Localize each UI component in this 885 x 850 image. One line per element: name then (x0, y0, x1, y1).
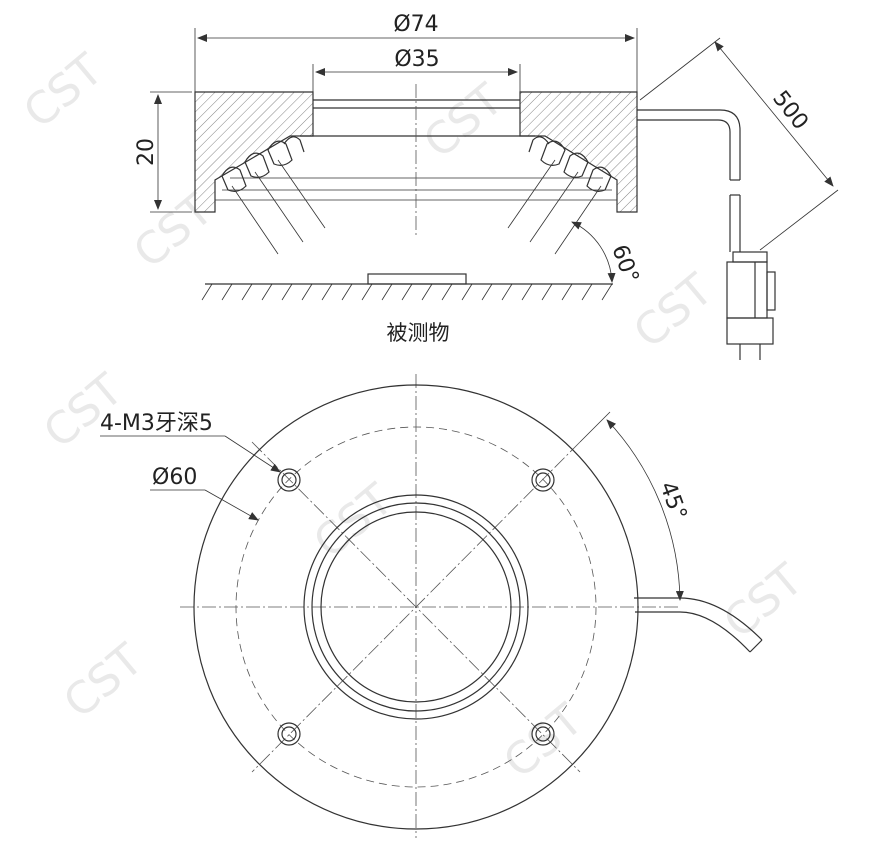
led-array-left (221, 136, 305, 192)
watermark-text: CST (304, 474, 402, 568)
watermark-text: CST (714, 554, 812, 648)
inner-diameter-label: Ø35 (394, 47, 439, 72)
inspected-object (367, 273, 467, 285)
outer-ring (193, 384, 639, 830)
bolt-circle (235, 426, 597, 788)
side-view: Ø74 Ø35 20 (134, 12, 839, 360)
watermark-text: CST (414, 74, 512, 168)
inner-ring-outer (303, 494, 529, 720)
height-label: 20 (134, 138, 159, 166)
top-cable (634, 597, 763, 653)
mount-hole (531, 722, 555, 746)
housing-section-right (519, 91, 638, 213)
led-array-right (528, 136, 612, 192)
cable (637, 109, 741, 252)
housing-section-left (194, 91, 314, 213)
cable-length-label: 500 (767, 86, 813, 134)
connector (726, 251, 776, 360)
watermark-text: CST (54, 634, 152, 728)
mount-hole (531, 468, 555, 492)
ground-hatch (201, 283, 613, 301)
bolt-circle-label: Ø60 (152, 465, 197, 490)
inner-ring-inner (320, 511, 512, 703)
mount-hole (277, 722, 301, 746)
outer-diameter-label: Ø74 (393, 12, 438, 37)
hole-angle-label: 45° (654, 479, 691, 524)
inner-ring-middle (311, 502, 521, 712)
object-label: 被测物 (387, 321, 450, 345)
mount-hole (277, 468, 301, 492)
light-rays (231, 159, 602, 255)
watermark-text: CST (14, 44, 112, 138)
mount-holes-label: 4-M3牙深5 (100, 411, 213, 436)
top-view: 4-M3牙深5 Ø60 45° (100, 374, 763, 838)
